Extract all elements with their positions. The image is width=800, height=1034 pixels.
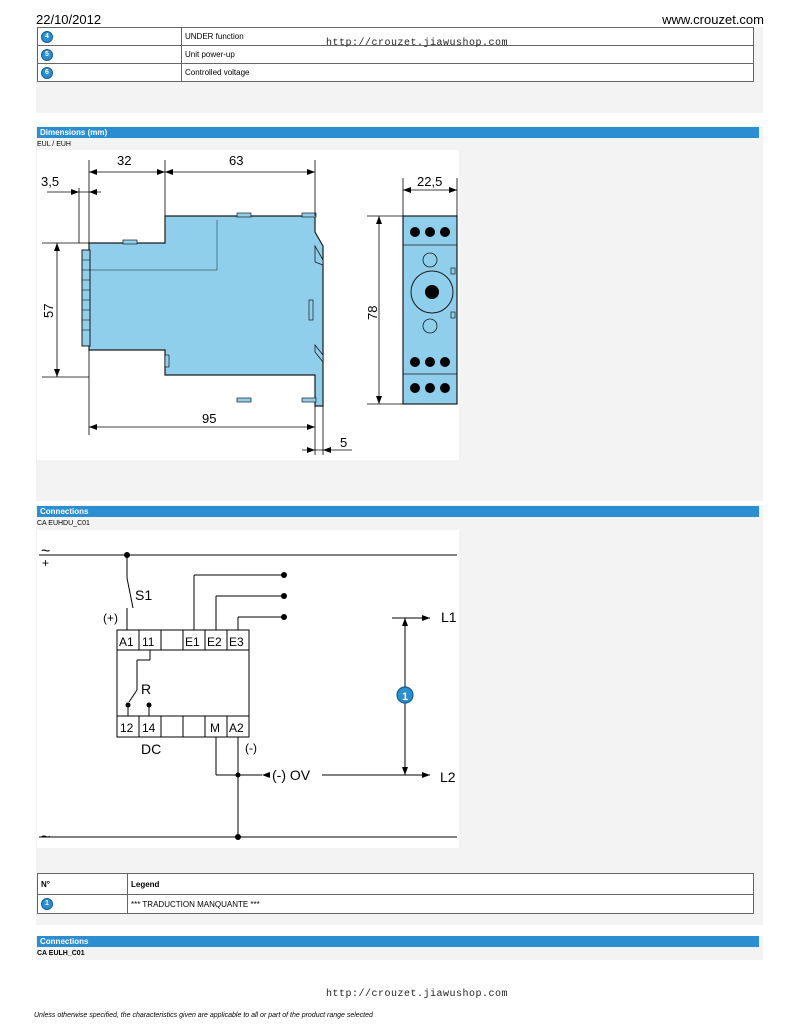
relay-r-label: R [141,681,151,697]
ac-symbol-top: ~ [41,543,50,560]
terminal-m: M [210,721,220,735]
functions-table: 4 UNDER function 5 Unit power-up 6 Contr… [37,27,754,82]
terminal-a1: A1 [119,635,134,649]
terminal-e3: E3 [229,635,244,649]
terminal-14: 14 [142,721,156,735]
dimensions-drawing: 3,5 32 63 57 95 5 22,5 78 [37,150,459,460]
dimensions-subtitle: EUL / EUH [37,141,71,148]
ov-label: (-) OV [272,767,311,783]
number-badge: 4 [41,30,53,43]
legend-col-legend: Legend [127,873,754,895]
dimensions-title: Dimensions (mm) [37,127,759,138]
l1-label: L1 [441,609,457,625]
connections-title: Connections [37,506,759,517]
dim-57: 57 [41,304,56,318]
l2-label: L2 [440,769,456,785]
legend-table: N° Legend 1 *** TRADUCTION MANQUANTE *** [37,873,754,914]
number-badge: 6 [41,66,53,79]
connections-subtitle: CA EUHDU_C01 [37,520,90,527]
number-badge: 1 [41,898,53,910]
connections2-subtitle: CA EULH_C01 [37,950,85,957]
site-url: www.crouzet.com [662,12,764,27]
terminal-a2: A2 [229,721,244,735]
legend-text: *** TRADUCTION MANQUANTE *** [127,894,754,914]
watermark-top: http://crouzet.jiawushop.com [326,38,509,49]
table-row: 6 Controlled voltage [37,63,754,82]
dc-label: DC [141,741,161,757]
plus-symbol: + [42,556,49,570]
marker-1-icon [396,686,414,704]
wiring-diagram: ~ + ~ S1 (+) A1 11 E1 E2 E3 12 14 M A2 D… [37,530,459,848]
dim-63: 63 [229,153,243,168]
legend-col-num: N° [37,873,128,895]
minus-paren-label: (-) [245,741,257,755]
terminal-11: 11 [142,635,155,649]
legend-header-row: N° Legend [37,873,754,895]
function-label: Controlled voltage [181,63,754,82]
terminal-e2: E2 [207,635,222,649]
connections2-title: Connections [37,936,759,947]
footer-disclaimer: Unless otherwise specified, the characte… [34,1012,373,1019]
terminal-e1: E1 [185,635,200,649]
print-date: 22/10/2012 [36,12,102,27]
dim-5: 5 [340,435,347,450]
dim-22-5: 22,5 [417,174,442,189]
switch-s1-label: S1 [135,587,152,603]
marker-1-label: 1 [402,691,408,703]
dim-78: 78 [365,306,380,320]
dim-3-5: 3,5 [41,174,59,189]
plus-paren-label: (+) [103,611,118,625]
dim-32: 32 [117,153,131,168]
watermark-bottom: http://crouzet.jiawushop.com [326,989,509,1000]
table-row: 1 *** TRADUCTION MANQUANTE *** [37,894,754,914]
terminal-12: 12 [120,721,134,735]
number-badge: 5 [41,48,53,61]
dim-95: 95 [202,411,216,426]
